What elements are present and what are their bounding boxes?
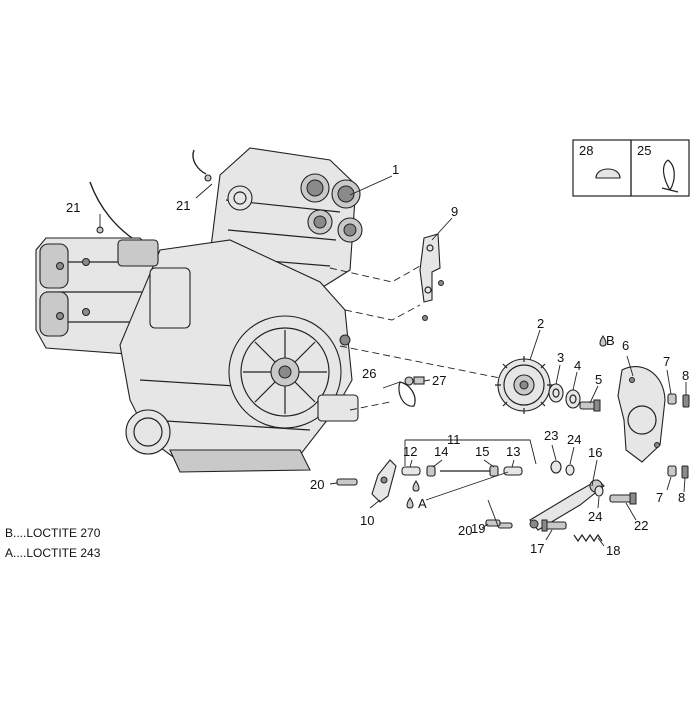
pivot-pin-17 [541, 519, 567, 532]
washer-24-lower [594, 485, 604, 497]
nut-14 [426, 465, 436, 477]
callout-21-top: 21 [176, 198, 190, 213]
ball-joint-12 [401, 466, 421, 476]
breather-hose-top [192, 149, 212, 182]
sprocket-cover [617, 365, 666, 463]
callout-6: 6 [622, 338, 629, 353]
legend-loctite-270: B....LOCTITE 270 [5, 526, 101, 540]
callout-17: 17 [530, 541, 544, 556]
bolt-7-lower [667, 465, 677, 477]
callout-5: 5 [595, 372, 602, 387]
clip-icon [661, 159, 679, 193]
callout-12: 12 [403, 444, 417, 459]
ball-joint-13 [503, 466, 523, 476]
screw-20-upper [336, 478, 358, 486]
inset-box-25 [630, 139, 690, 197]
loctite-drop-icon [412, 480, 420, 492]
sprocket-bolt-5 [579, 399, 601, 412]
callout-11: 11 [447, 432, 461, 447]
callout-A: A [418, 496, 427, 511]
callout-2: 2 [537, 316, 544, 331]
bolt-7-upper [667, 393, 677, 405]
washer-24-upper [565, 464, 575, 476]
callout-9: 9 [451, 204, 458, 219]
pivot-bolt-22 [609, 492, 637, 505]
callout-4: 4 [574, 358, 581, 373]
callout-1: 1 [392, 162, 399, 177]
gear-selector-10 [371, 459, 397, 503]
washer-3 [548, 383, 564, 403]
front-sprocket [495, 356, 553, 414]
breather-hose-left [89, 181, 133, 239]
callout-22: 22 [634, 518, 648, 533]
callout-13: 13 [506, 444, 520, 459]
sealing-plug-icon [595, 168, 621, 179]
hose-clip [398, 376, 425, 407]
legend-loctite-243: A....LOCTITE 243 [5, 546, 101, 560]
callout-10: 10 [360, 513, 374, 528]
callout-7-lower: 7 [656, 490, 663, 505]
callout-26: 26 [362, 366, 376, 381]
screw-8-lower [681, 465, 689, 479]
loctite-drop-icon [406, 497, 414, 509]
callout-23: 23 [544, 428, 558, 443]
callout-14: 14 [434, 444, 448, 459]
callout-16: 16 [588, 445, 602, 460]
loctite-drop-icon [599, 335, 607, 347]
callout-25: 25 [637, 143, 651, 158]
nut-15 [489, 465, 499, 477]
callout-7-upper: 7 [663, 354, 670, 369]
return-spring-18 [573, 533, 603, 543]
callout-15: 15 [475, 444, 489, 459]
callout-20-upper: 20 [310, 477, 324, 492]
callout-20-lower: 20 [458, 523, 472, 538]
screw-8-upper [682, 394, 690, 408]
cable-bracket [419, 233, 444, 321]
callout-8-lower: 8 [678, 490, 685, 505]
callout-27: 27 [432, 373, 446, 388]
callout-24-upper: 24 [567, 432, 581, 447]
callout-19: 19 [471, 521, 485, 536]
washer-4 [565, 389, 581, 409]
callout-28: 28 [579, 143, 593, 158]
callout-B: B [606, 333, 615, 348]
engine-assembly [35, 147, 363, 473]
callout-8-upper: 8 [682, 368, 689, 383]
washer-23 [550, 460, 562, 474]
callout-18: 18 [606, 543, 620, 558]
callout-24-lower: 24 [588, 509, 602, 524]
assembly-lines [329, 265, 501, 411]
callout-21-left: 21 [66, 200, 80, 215]
callout-3: 3 [557, 350, 564, 365]
leader-lines [99, 175, 687, 547]
